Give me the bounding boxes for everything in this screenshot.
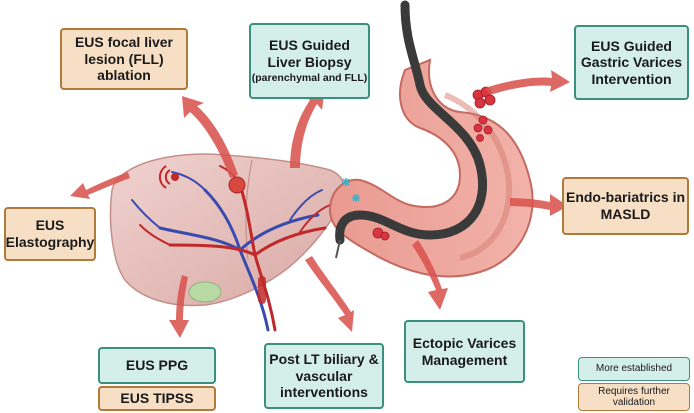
post-lt-label: Post LT biliary & vascular interventions	[269, 351, 379, 401]
fll-ablation-label: EUS focal liver lesion (FLL) ablation	[74, 34, 174, 84]
elastography-label: EUS Elastography	[5, 217, 95, 250]
gastric-varices-box: EUS Guided Gastric Varices Intervention	[574, 25, 689, 100]
gallbladder	[188, 281, 222, 303]
ectopic-varices-label: Ectopic Varices Management	[412, 334, 517, 368]
arrows	[70, 70, 570, 338]
ectopic-varices-box: Ectopic Varices Management	[404, 320, 525, 383]
ppg-label: EUS PPG	[125, 357, 189, 374]
liver-lesion	[228, 176, 246, 194]
legend-requires: Requires further validation	[578, 383, 690, 411]
tipss-box: EUS TIPSS	[98, 386, 216, 411]
fll-ablation-box: EUS focal liver lesion (FLL) ablation	[60, 28, 188, 90]
tipss-label: EUS TIPSS	[120, 390, 194, 407]
legend-established-label: More established	[595, 363, 673, 375]
endoscope	[335, 0, 488, 245]
elastography-box: EUS Elastography	[4, 207, 96, 261]
ectopic-varices	[372, 227, 390, 241]
elastography-wave-icon	[159, 165, 179, 189]
endo-bariatrics-label: Endo-bariatrics in MASLD	[565, 189, 686, 222]
endoscope-needle	[335, 239, 341, 259]
ppg-box: EUS PPG	[98, 347, 216, 384]
stomach-inner	[443, 92, 513, 261]
snowflake-icon	[342, 178, 360, 202]
liver-biopsy-label: EUS Guided Liver Biopsy	[267, 37, 352, 70]
legend-requires-label: Requires further validation	[598, 386, 670, 408]
liver-biopsy-box: EUS Guided Liver Biopsy (parenchymal and…	[249, 23, 370, 99]
endo-bariatrics-box: Endo-bariatrics in MASLD	[562, 177, 689, 235]
hepatic-veins	[131, 171, 323, 332]
legend-established: More established	[578, 357, 690, 381]
post-lt-box: Post LT biliary & vascular interventions	[264, 343, 384, 409]
liver-biopsy-sublabel: (parenchymal and FLL)	[251, 72, 368, 85]
gastric-varices	[472, 86, 496, 142]
gastric-varices-label: EUS Guided Gastric Varices Intervention	[580, 37, 683, 87]
